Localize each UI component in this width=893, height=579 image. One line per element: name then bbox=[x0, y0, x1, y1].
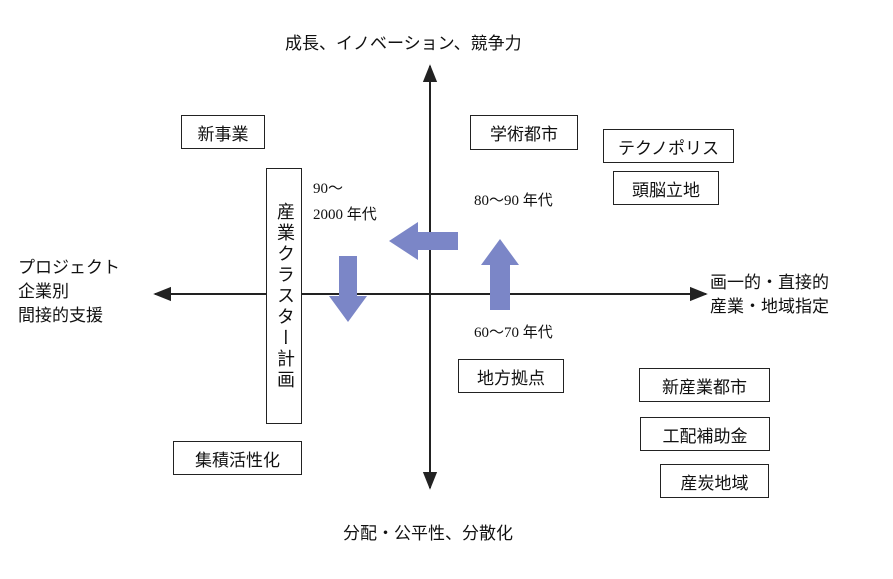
box-chiho-kyoten: 地方拠点 bbox=[458, 359, 564, 393]
box-technopolis: テクノポリス bbox=[603, 129, 734, 163]
axis-label-left-line3: 間接的支援 bbox=[18, 306, 103, 326]
arrow-left-1990s bbox=[389, 222, 458, 260]
axis-label-right-line2: 産業・地域指定 bbox=[710, 297, 829, 317]
box-shuseki-kasseika: 集積活性化 bbox=[173, 441, 302, 475]
box-zuno-ritchi: 頭脳立地 bbox=[613, 171, 719, 205]
box-santan-chiiki: 産炭地域 bbox=[660, 464, 769, 498]
box-shinjigyo: 新事業 bbox=[181, 115, 265, 149]
axis-label-left-line2: 企業別 bbox=[18, 282, 69, 302]
axis-label-top: 成長、イノベーション、競争力 bbox=[285, 34, 522, 54]
axis-label-bottom: 分配・公平性、分散化 bbox=[343, 524, 513, 544]
arrow-down-cluster bbox=[329, 256, 367, 322]
era-label-1960: 60～70 年代 bbox=[474, 325, 553, 341]
box-kohai-hojokin: 工配補助金 bbox=[640, 417, 770, 451]
axis-label-right-line1: 画一的・直接的 bbox=[710, 273, 829, 293]
axis-label-left-line1: プロジェクト bbox=[18, 258, 120, 278]
arrow-up-1980s bbox=[481, 239, 519, 310]
era-label-1980: 80～90 年代 bbox=[474, 193, 553, 209]
era-label-1990-line1: 90～ bbox=[313, 181, 344, 197]
axis-label-right: 画一的・直接的 産業・地域指定 bbox=[710, 271, 829, 319]
era-label-1990-line2: 2000 年代 bbox=[313, 207, 377, 223]
box-sangyo-cluster: 産業クラスター計画 bbox=[266, 168, 302, 424]
box-shin-sangyo-toshi: 新産業都市 bbox=[639, 368, 770, 402]
box-gakujutsu-toshi: 学術都市 bbox=[470, 115, 578, 150]
axis-label-left: プロジェクト 企業別 間接的支援 bbox=[18, 256, 120, 328]
